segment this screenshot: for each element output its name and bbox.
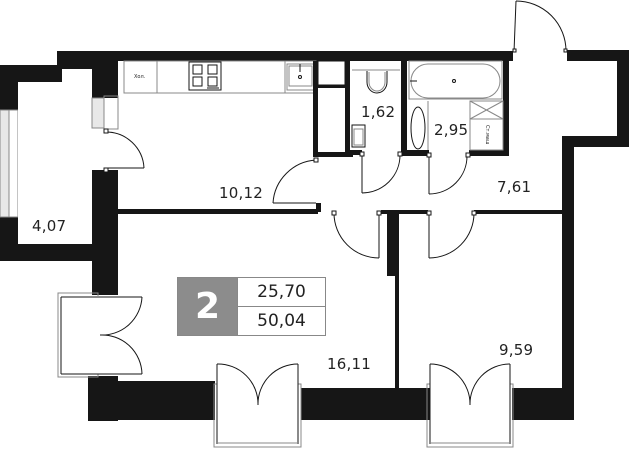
room-area-hallway: 7,61 (497, 178, 532, 196)
rooms-count: 2 (178, 278, 238, 335)
toilet-icon (366, 71, 388, 94)
total-area-value: 50,04 (257, 311, 306, 331)
storage-closet (313, 60, 353, 157)
bedroom-door[interactable] (426, 210, 477, 259)
toilet-door[interactable] (359, 151, 403, 194)
kitchen-partition-wall (118, 203, 321, 214)
living-room-balcony-door[interactable] (213, 363, 302, 448)
bathtub-icon (408, 60, 503, 100)
washing-machine-icon (469, 100, 504, 151)
hallway-partition-wall (381, 210, 562, 390)
toilet-sink-icon (351, 124, 366, 148)
exterior-walls (0, 50, 629, 421)
kitchen-sink-icon (286, 63, 315, 91)
loggia-door[interactable] (103, 128, 145, 173)
living-room-door[interactable] (331, 210, 382, 259)
room-area-kitchen: 10,12 (219, 184, 263, 202)
apartment-summary: 2 25,70 50,04 (177, 277, 326, 336)
room-area-loggia: 4,07 (32, 217, 67, 235)
fridge-label: Хол. (134, 74, 146, 80)
stove-icon (188, 61, 222, 91)
washing-machine-label: Ст.маш (484, 125, 490, 145)
bathroom-door[interactable] (426, 152, 471, 195)
bathroom-room (407, 61, 509, 156)
loggia-floor (18, 82, 92, 244)
loggia-window (0, 109, 19, 218)
living-room-side-balcony-door[interactable] (57, 292, 143, 378)
entrance-door[interactable] (512, 0, 568, 53)
room-area-bathroom: 2,95 (434, 121, 469, 139)
room-area-toilet: 1,62 (361, 103, 396, 121)
living-area-value: 25,70 (238, 278, 325, 307)
loggia-glass-panel (91, 95, 119, 130)
room-area-living-room: 16,11 (327, 355, 371, 373)
room-area-bedroom: 9,59 (499, 341, 534, 359)
bedroom-balcony-door[interactable] (426, 363, 514, 448)
bathroom-sink-icon (410, 101, 429, 150)
kitchen-door[interactable] (272, 157, 319, 204)
